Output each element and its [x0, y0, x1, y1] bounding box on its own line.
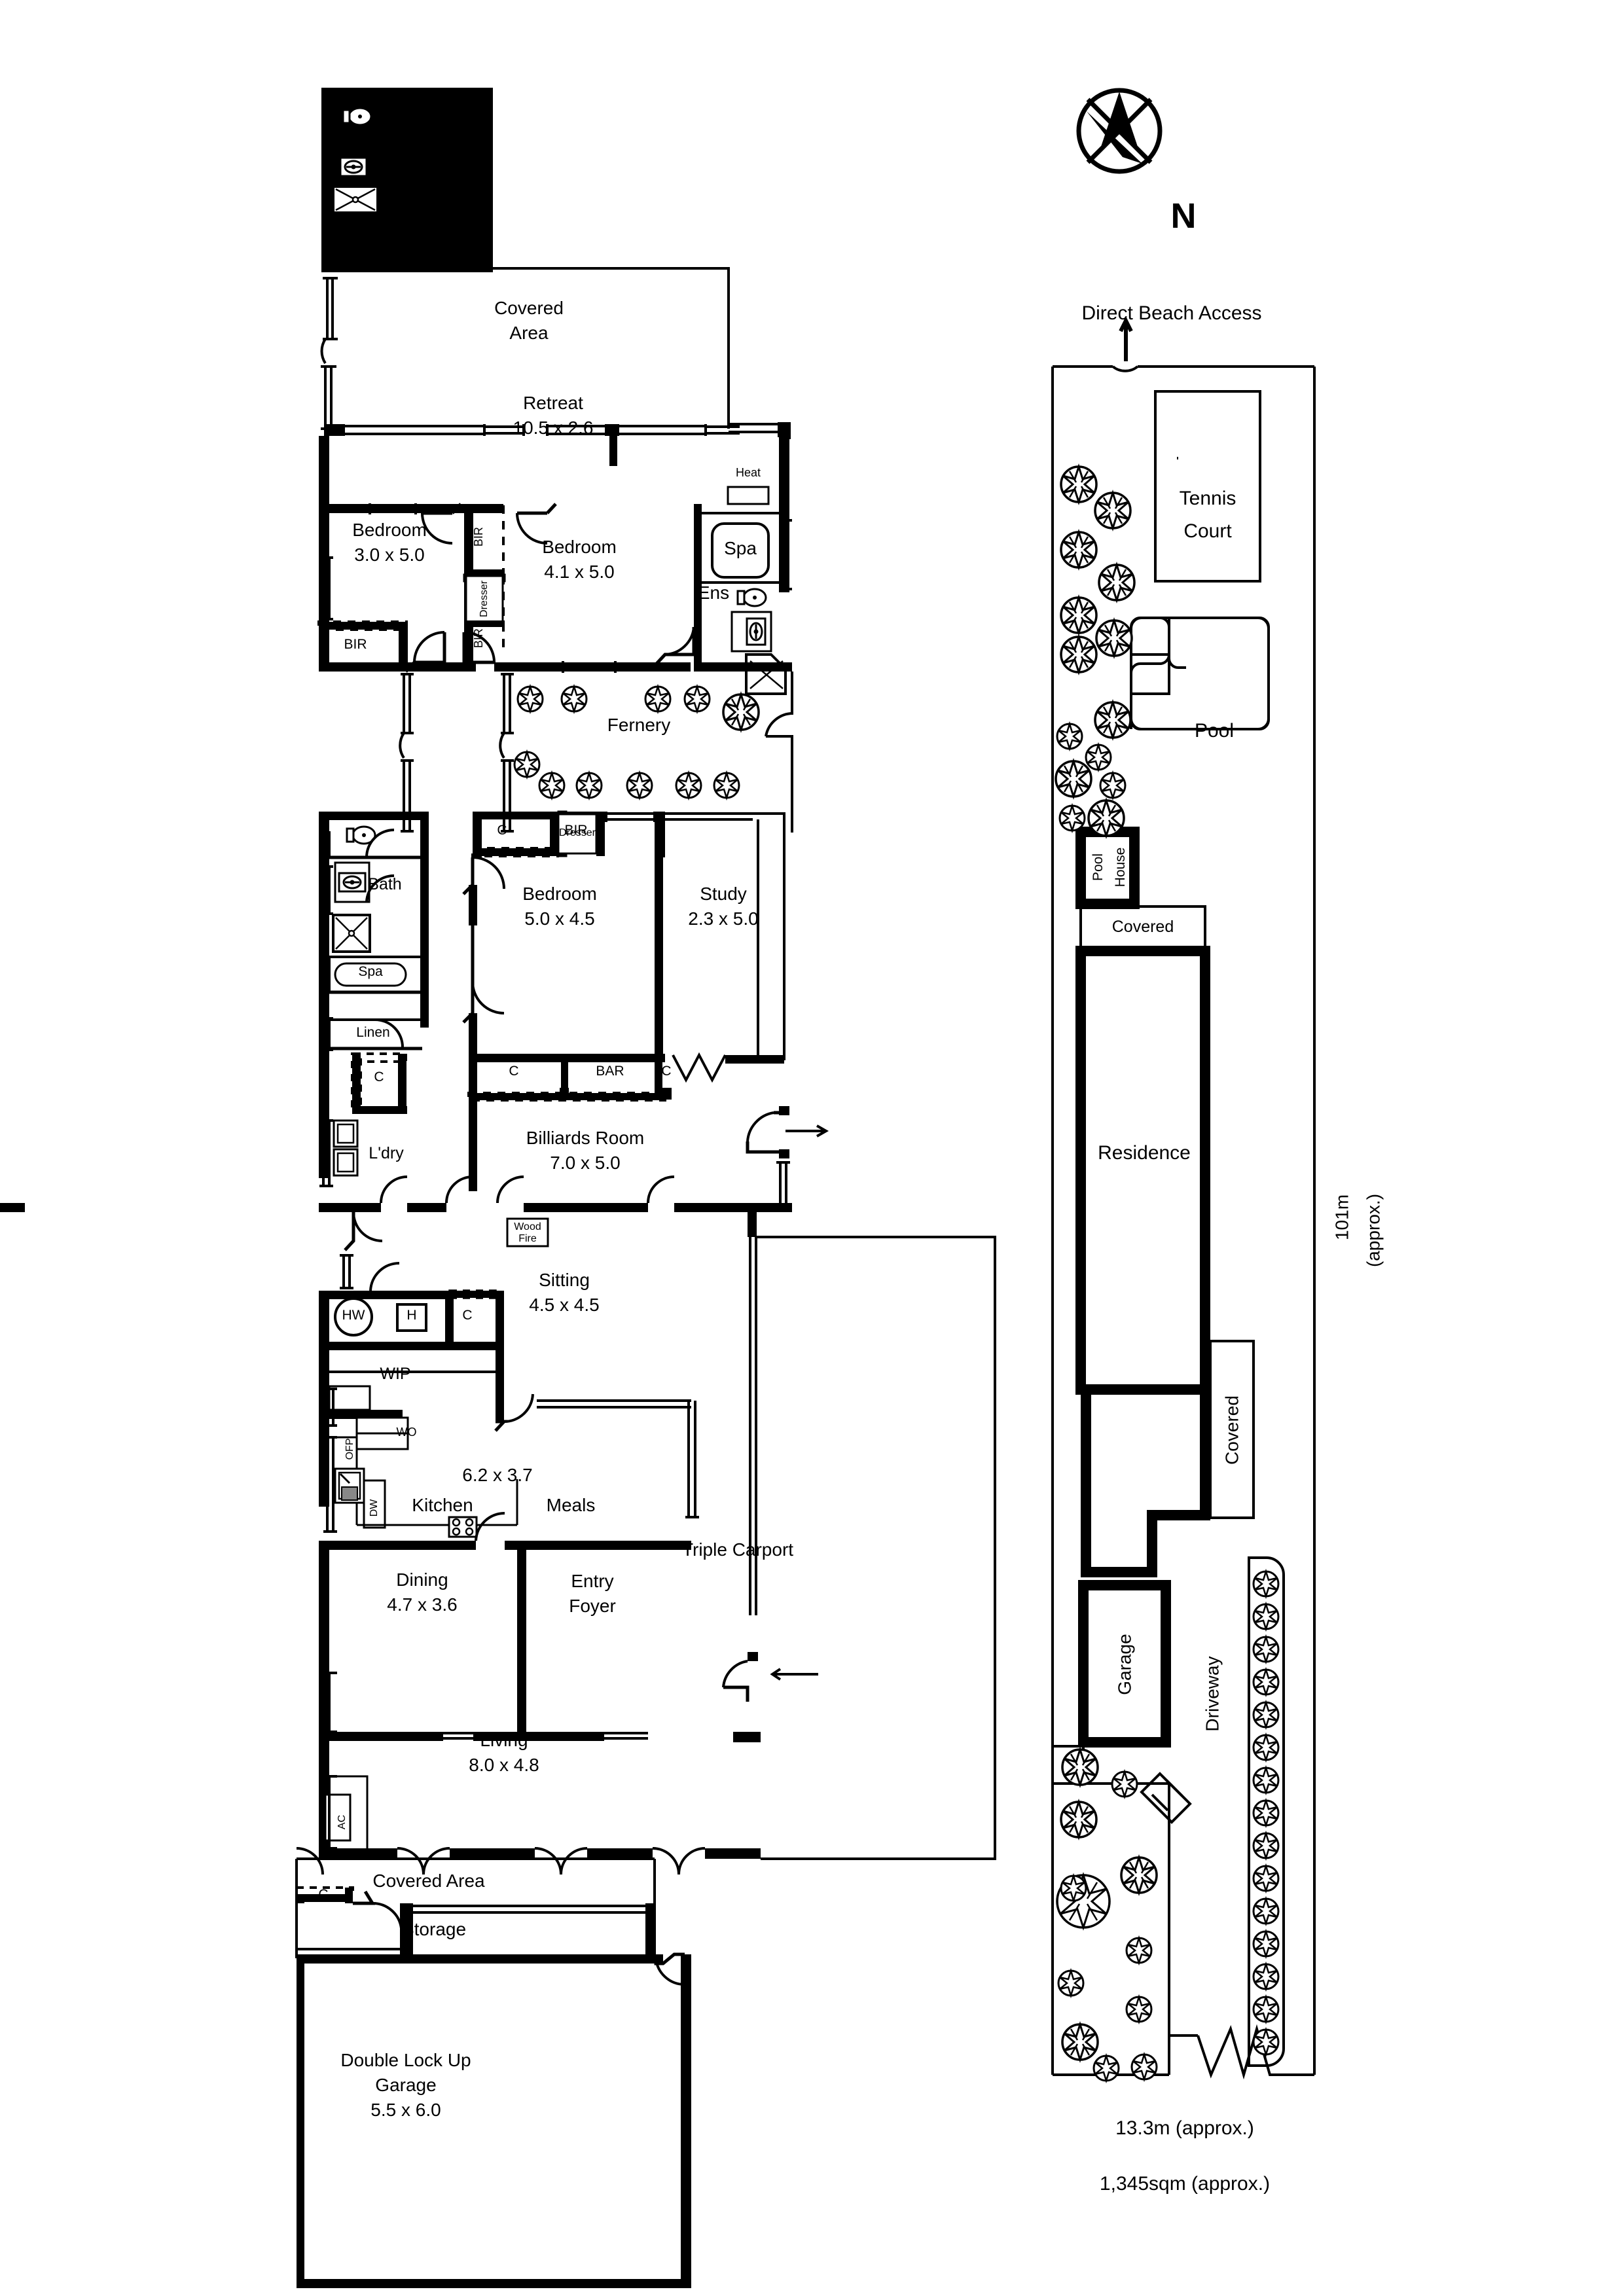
storage-label-c-bed3: C — [497, 823, 507, 838]
room-label-bedroom-3: Bedroom — [522, 884, 597, 904]
room-label-dining: Dining — [396, 1570, 448, 1590]
site-label-tennis-court-line2: Court — [1183, 520, 1232, 542]
storage-label-c-right-bar: C — [661, 1064, 672, 1079]
room-label-garage-line2: Garage — [375, 2075, 437, 2095]
site-label-covered-lower: Covered — [1221, 1395, 1242, 1465]
site-label-pool: Pool — [1194, 720, 1235, 742]
site-label-pool-house: Pool — [1091, 853, 1106, 882]
lower-rooms — [0, 810, 829, 1247]
fixture-label-spa-bath: Spa — [358, 964, 383, 979]
room-label-billiards: Billiards Room — [526, 1128, 645, 1148]
site-trees-lower — [1056, 1748, 1158, 2082]
room-label-laundry: L'dry — [369, 1144, 404, 1162]
storage-label-bir-mid: BIR — [471, 628, 485, 649]
room-label-bedroom-1: Bedroom — [352, 520, 427, 540]
room-label-pool-house: Pool House — [356, 226, 458, 247]
fixture-label-linen: Linen — [356, 1025, 390, 1040]
room-label-living: Living — [480, 1730, 528, 1750]
site-dimension-frontage: 13.3m (approx.) — [1115, 2117, 1254, 2139]
service-column — [319, 812, 429, 1187]
fixture-label-dresser-2: Dresser — [558, 827, 596, 838]
room-label-storage: Storage — [401, 1919, 467, 1939]
room-dims-study: 2.3 x 5.0 — [688, 908, 759, 929]
fern-cluster-bottom — [513, 751, 740, 799]
site-label-driveway: Driveway — [1202, 1656, 1223, 1732]
driveway-hedge-trees — [1252, 1570, 1280, 2056]
fixture-label-wood-fire: Wood — [514, 1221, 541, 1232]
room-label-fernery: Fernery — [607, 715, 671, 735]
fixture-label-bar: BAR — [596, 1064, 624, 1079]
room-label-entry-foyer-line2: Foyer — [569, 1596, 616, 1616]
room-dims-billiards: 7.0 x 5.0 — [550, 1153, 621, 1173]
fixture-label-hot-water: HW — [342, 1308, 365, 1323]
fixture-label-wall-oven: WO — [396, 1426, 417, 1439]
site-label-pool-house-line2: House — [1113, 847, 1128, 888]
fixture-label-spa-ens: Spa — [724, 538, 757, 558]
pool-house-walls — [321, 88, 493, 272]
room-label-covered-area-top-line2: Area — [509, 323, 549, 343]
storage-label-bir-bed3: BIR — [564, 823, 588, 838]
fixture-label-air-con: OFP — [344, 1438, 356, 1460]
covered-area-top-outline — [320, 267, 730, 430]
room-label-wip: WIP — [380, 1365, 411, 1383]
room-label-garage: Double Lock Up — [340, 2050, 471, 2070]
room-label-bath: Bath — [368, 875, 402, 893]
room-label-covered-area-bottom: Covered Area — [372, 1871, 485, 1891]
site-dimension-depth-note: (approx.) — [1363, 1193, 1384, 1268]
storage-label-c-left-bar: C — [509, 1064, 519, 1079]
beach-access-label: Direct Beach Access — [1081, 302, 1262, 324]
fixture-label-heater: H — [406, 1308, 417, 1323]
fixture-label-wood-fire-line2: Fire — [518, 1233, 537, 1244]
room-dims-dining: 4.7 x 3.6 — [387, 1594, 458, 1615]
room-label-study: Study — [700, 884, 747, 904]
storage-label-c-wip: C — [462, 1308, 473, 1323]
site-dimension-area: 1,345sqm (approx.) — [1099, 2173, 1271, 2195]
storage-label-bir-top: BIR — [471, 527, 485, 547]
site-label-residence: Residence — [1098, 1142, 1191, 1164]
storage-label-bir-bedroom1: BIR — [344, 637, 367, 652]
fixture-label-heat: Heat — [735, 466, 761, 479]
compass-north-label: N — [1170, 196, 1197, 236]
site-label-garage: Garage — [1114, 1634, 1135, 1695]
room-dims-living: 8.0 x 4.8 — [469, 1755, 539, 1775]
site-label-covered-upper: Covered — [1111, 918, 1174, 936]
room-dims-retreat: 10.5 x 2.6 — [513, 418, 594, 438]
room-label-bedroom-2: Bedroom — [542, 537, 617, 557]
room-dims-kitchen: 6.2 x 3.7 — [462, 1465, 533, 1485]
site-dimension-depth: 101m — [1331, 1194, 1352, 1241]
garage-block — [295, 1857, 691, 2288]
room-dims-garage: 5.5 x 6.0 — [370, 2100, 441, 2120]
room-label-covered-area-top: Covered — [494, 298, 564, 318]
storage-label-c-covered: C — [318, 1887, 329, 1902]
dining-living — [296, 1236, 996, 1875]
room-label-sitting: Sitting — [539, 1270, 590, 1290]
fixture-label-open-fireplace: AC — [336, 1814, 348, 1830]
room-label-ens: Ens — [697, 583, 730, 603]
site-plan-vector — [1051, 88, 1316, 2082]
site-trees-upper — [1055, 465, 1136, 837]
sitting-kitchen — [319, 1203, 757, 1615]
room-label-entry-foyer: Entry — [571, 1571, 614, 1591]
room-label-meals: Meals — [546, 1495, 596, 1515]
room-label-triple-carport: Triple Carport — [681, 1539, 794, 1560]
storage-label-c-laundry: C — [374, 1069, 384, 1085]
room-dims-bedroom-1: 3.0 x 5.0 — [354, 545, 425, 565]
site-label-tennis-court: Tennis — [1179, 488, 1236, 509]
room-label-kitchen: Kitchen — [412, 1495, 473, 1515]
room-dims-bedroom-2: 4.1 x 5.0 — [544, 562, 615, 582]
fixture-label-dresser-1: Dresser — [478, 580, 490, 617]
bedroom-band-1 — [317, 486, 792, 695]
room-dims-bedroom-3: 5.0 x 4.5 — [524, 908, 595, 929]
room-label-retreat: Retreat — [523, 393, 583, 413]
room-dims-sitting: 4.5 x 4.5 — [529, 1295, 600, 1315]
fernery-area — [399, 672, 794, 833]
fixture-label-dishwasher: DW — [369, 1499, 380, 1517]
